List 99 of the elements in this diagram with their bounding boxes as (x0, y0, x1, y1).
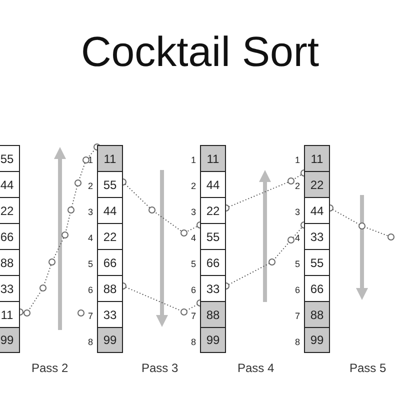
array-cell (200, 145, 226, 172)
index-number: 5 (86, 259, 93, 269)
array-cell (97, 301, 123, 328)
movement-trail (20, 144, 100, 316)
index-number: 1 (86, 155, 93, 165)
cell-value: 11 (0, 308, 14, 322)
index-number: 8 (190, 337, 196, 347)
cell-value: 99 (310, 333, 324, 347)
array-cell (0, 197, 20, 224)
array-cell (0, 327, 20, 353)
cell-value: 44 (0, 178, 14, 192)
array-cell (304, 145, 330, 172)
index-number: 4 (86, 233, 93, 243)
index-number: 1 (190, 155, 196, 165)
index-number: 8 (86, 337, 93, 347)
array-cell (304, 197, 330, 224)
array-cell (97, 197, 123, 224)
cell-value: 88 (0, 256, 14, 270)
movement-trail (122, 282, 200, 316)
movement-trail (330, 204, 394, 240)
index-number: 6 (294, 285, 300, 295)
index-number: 1 (294, 155, 300, 165)
cell-value: 99 (206, 333, 220, 347)
cell-value: 33 (310, 230, 324, 244)
movement-trail (122, 178, 200, 236)
cell-value: 44 (310, 204, 324, 218)
cell-value: 11 (206, 152, 220, 166)
array-cell (304, 249, 330, 276)
array-cell (97, 171, 123, 198)
array-cell (200, 249, 226, 276)
array-cell (304, 171, 330, 198)
cell-value: 55 (0, 152, 14, 166)
array-cell (0, 301, 20, 328)
index-number: 6 (86, 285, 93, 295)
index-number: 7 (190, 311, 196, 321)
index-number: 8 (294, 337, 300, 347)
array-cell (200, 275, 226, 302)
array-cell (0, 223, 20, 250)
cell-value: 55 (206, 230, 220, 244)
cell-value: 22 (0, 204, 14, 218)
pass-label: Pass 4 (238, 361, 274, 375)
cell-value: 55 (310, 256, 324, 270)
index-number: 4 (294, 233, 300, 243)
cell-value: 66 (103, 256, 117, 270)
pass-label: Pass 3 (142, 361, 178, 375)
cell-value: 44 (103, 204, 117, 218)
array-cell (304, 327, 330, 353)
movement-trail (226, 170, 304, 212)
array-cell (200, 327, 226, 353)
movement-trail (226, 222, 304, 290)
index-number: 2 (86, 181, 93, 191)
pass-label: Pass 2 (32, 361, 68, 375)
array-cell (97, 275, 123, 302)
cell-value: 33 (206, 282, 220, 296)
index-number: 2 (190, 181, 196, 191)
array-cell (304, 223, 330, 250)
cell-value: 11 (104, 152, 116, 166)
array-cell (97, 145, 123, 172)
cell-value: 11 (310, 152, 324, 166)
index-number: 5 (294, 259, 300, 269)
cell-value: 66 (310, 282, 324, 296)
array-cell (200, 171, 226, 198)
array-cell (304, 275, 330, 302)
cell-value: 66 (0, 230, 14, 244)
array-cell (97, 327, 123, 353)
index-number: 3 (86, 207, 93, 217)
cell-value: 88 (103, 282, 117, 296)
index-number: 7 (86, 311, 93, 321)
array-cell (0, 249, 20, 276)
index-number: 6 (190, 285, 196, 295)
cell-value: 88 (206, 308, 220, 322)
cell-value: 99 (0, 333, 14, 347)
index-number: 4 (190, 233, 196, 243)
array-cell (200, 197, 226, 224)
cell-value: 22 (206, 204, 220, 218)
array-cell (304, 301, 330, 328)
array-cell (0, 275, 20, 302)
array-cell (200, 223, 226, 250)
array-cell (0, 145, 20, 172)
cell-value: 33 (0, 282, 14, 296)
index-number: 3 (190, 207, 196, 217)
cell-value: 22 (103, 230, 117, 244)
title: Cocktail Sort (80, 28, 320, 76)
cell-value: 44 (206, 178, 220, 192)
cell-value: 55 (103, 178, 117, 192)
index-number: 3 (294, 207, 300, 217)
index-number: 5 (190, 259, 196, 269)
index-number: 2 (294, 181, 300, 191)
array-cell (97, 249, 123, 276)
cell-value: 88 (310, 308, 324, 322)
index-number: 7 (294, 311, 300, 321)
cell-value: 33 (103, 308, 117, 322)
cell-value: 99 (103, 333, 117, 347)
cell-value: 66 (206, 256, 220, 270)
array-cell (0, 171, 20, 198)
pass-label: Pass 5 (350, 361, 386, 375)
array-cell (200, 301, 226, 328)
cell-value: 22 (310, 178, 324, 192)
array-cell (97, 223, 123, 250)
